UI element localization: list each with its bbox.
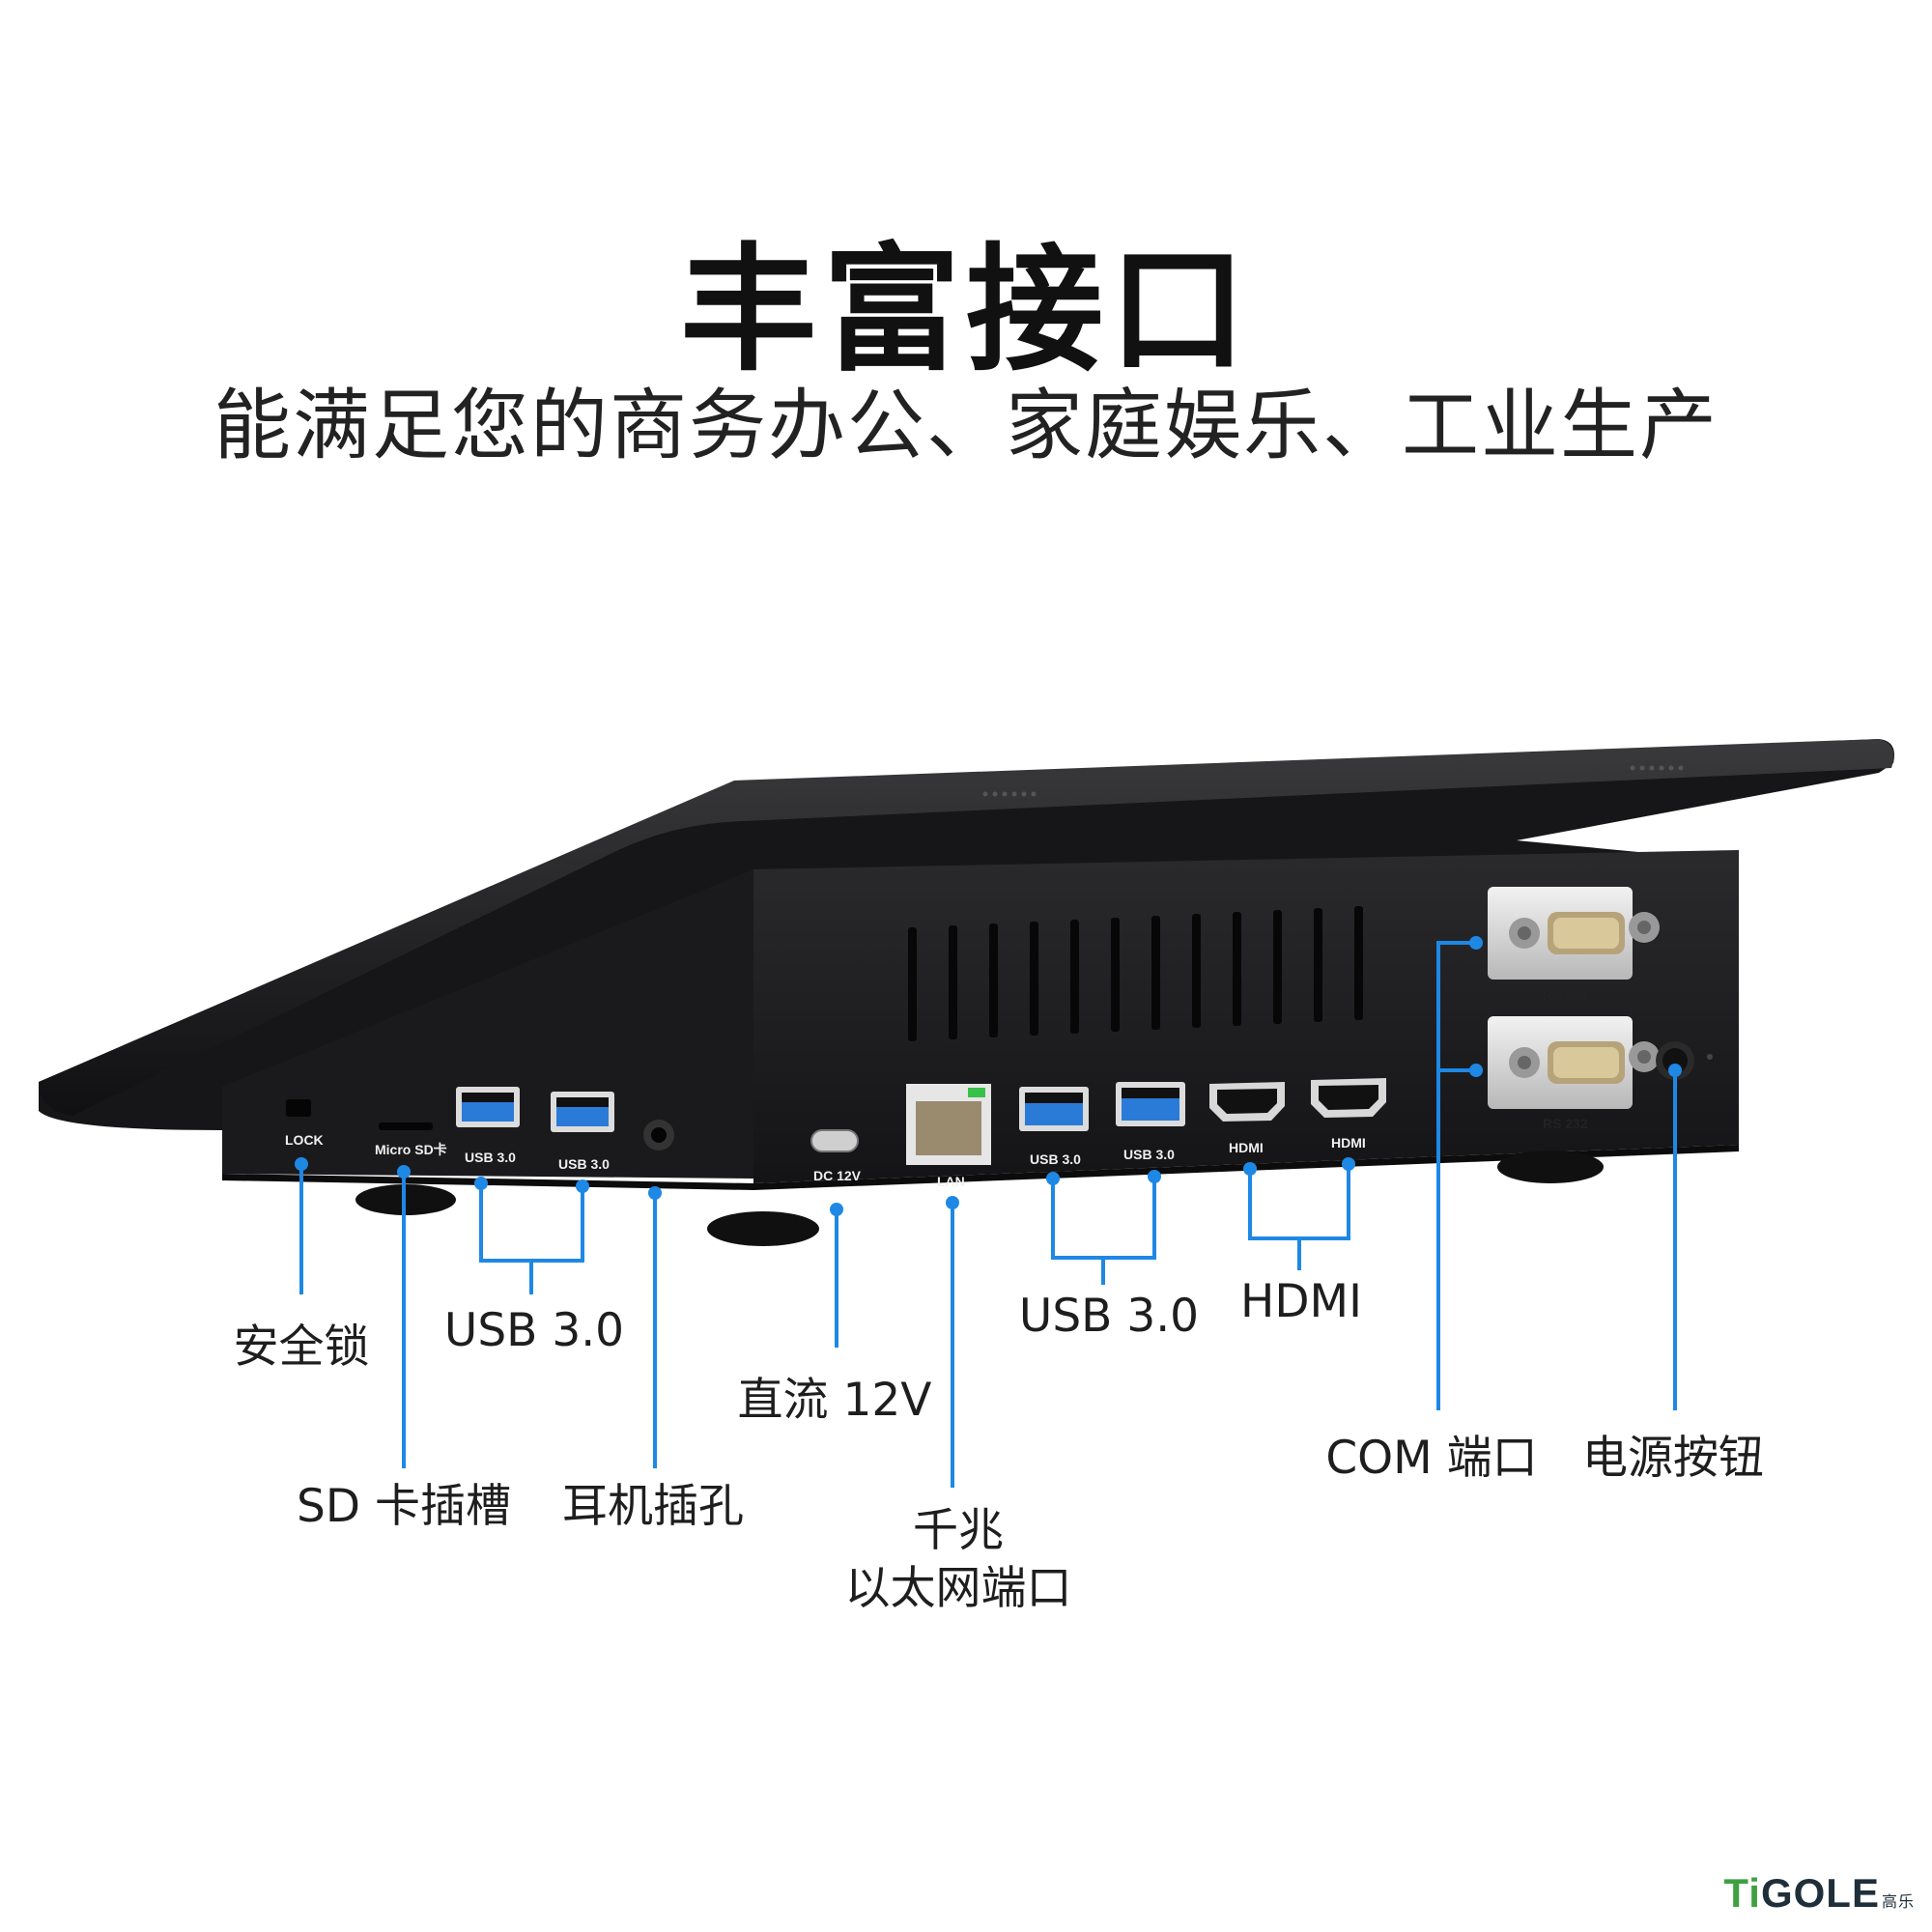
- leader-usb-right: [1051, 1177, 1156, 1285]
- callout-sd: SD 卡插槽: [297, 1480, 511, 1533]
- callout-hdmi: HDMI: [1240, 1275, 1362, 1328]
- com-port-top: [1488, 887, 1660, 980]
- callout-lan-line1: 千兆: [913, 1504, 1004, 1557]
- logo-text: GOLE: [1760, 1870, 1880, 1916]
- logo-prefix: Ti: [1723, 1870, 1761, 1916]
- device-label-hdmi1: HDMI: [1229, 1140, 1264, 1155]
- device-label-usb4: USB 3.0: [1123, 1147, 1175, 1162]
- usb-port-1: [456, 1087, 520, 1127]
- callout-lock: 安全锁: [233, 1321, 370, 1374]
- usb-port-3: [1019, 1087, 1089, 1131]
- page-subtitle: 能满足您的商务办公、家庭娱乐、工业生产: [213, 381, 1719, 470]
- hdmi-port-2: [1311, 1078, 1386, 1118]
- usb-port-2: [551, 1092, 614, 1132]
- callout-usb-right: USB 3.0: [1018, 1290, 1200, 1343]
- device-label-hdmi2: HDMI: [1331, 1135, 1366, 1151]
- device-label-lan: LAN: [937, 1174, 965, 1189]
- callout-dc: 直流 12V: [737, 1374, 932, 1427]
- device-label-lock: LOCK: [285, 1132, 324, 1148]
- device-label-usb2: USB 3.0: [558, 1156, 610, 1172]
- com-port-bottom: [1488, 1016, 1660, 1109]
- page-title: 丰富接口: [680, 231, 1252, 390]
- lock-slot: [286, 1099, 311, 1117]
- leader-usb-left: [479, 1183, 584, 1294]
- usb-port-4: [1116, 1082, 1185, 1126]
- callout-audio: 耳机插孔: [562, 1480, 744, 1533]
- callout-power: 电源按钮: [1582, 1432, 1764, 1485]
- device-label-usb3: USB 3.0: [1030, 1151, 1081, 1167]
- lan-port: [906, 1084, 991, 1165]
- callout-lan-line2: 以太网端口: [844, 1562, 1072, 1615]
- logo-cn: 高乐: [1881, 1894, 1915, 1911]
- audio-jack: [643, 1120, 674, 1151]
- power-button: [1656, 1041, 1713, 1080]
- callout-com: COM 端口: [1325, 1432, 1538, 1485]
- leader-hdmi: [1248, 1164, 1350, 1270]
- device-label-rs232-top: RS 232: [1543, 987, 1588, 1003]
- dc-port: [810, 1129, 859, 1152]
- device-label-usb1: USB 3.0: [465, 1150, 516, 1165]
- callout-usb-left: USB 3.0: [443, 1304, 625, 1357]
- device-label-rs232-bottom: RS 232: [1543, 1116, 1588, 1131]
- microsd-slot: [379, 1122, 433, 1130]
- device-label-microsd: Micro SD卡: [375, 1142, 447, 1157]
- device-label-dc: DC 12V: [813, 1168, 862, 1183]
- hdmi-port-1: [1209, 1082, 1285, 1122]
